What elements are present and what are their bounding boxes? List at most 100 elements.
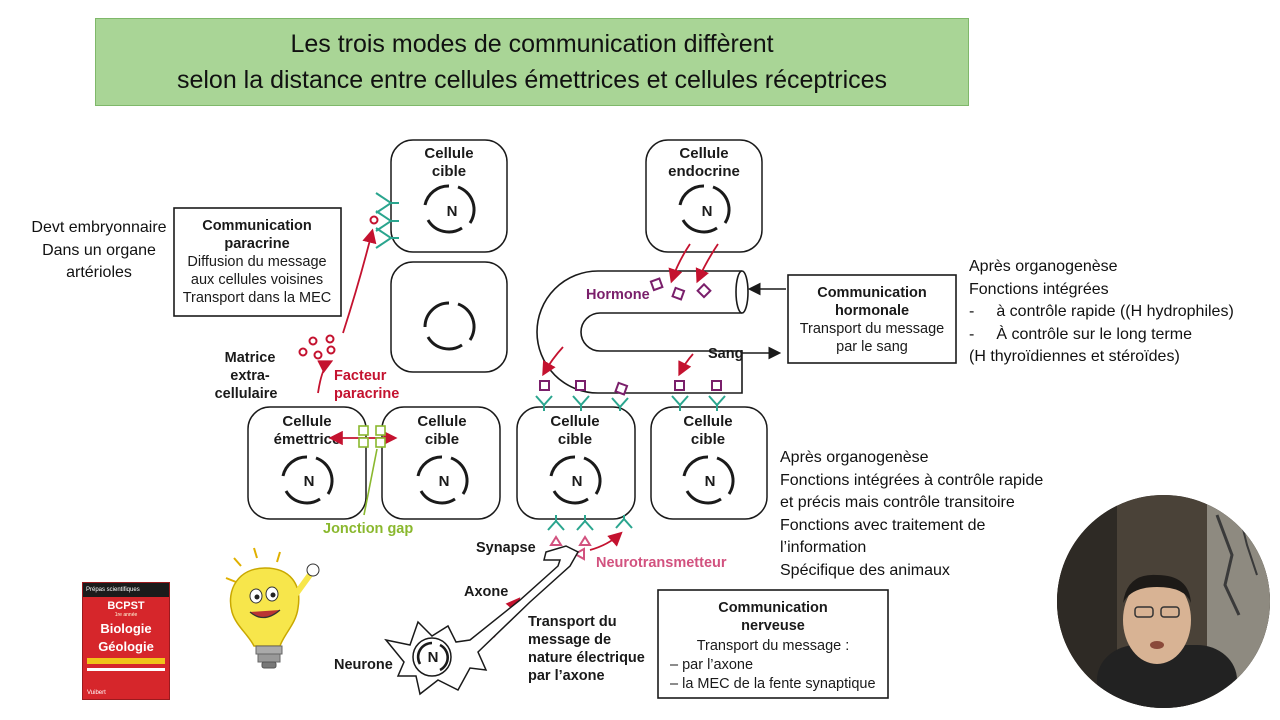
label-matrice: Matrice: [225, 350, 276, 366]
left-note: Dans un organe: [42, 241, 156, 259]
nucleus: N: [416, 455, 469, 505]
left-note: artérioles: [66, 264, 132, 281]
label-neurotransmetteur: Neurotransmetteur: [596, 555, 727, 571]
book-sub: 1re année: [114, 612, 138, 618]
svg-text:hormonale: hormonale: [835, 303, 909, 319]
label-sang: Sang: [708, 346, 743, 362]
box-nerveuse: Communication nerveuse Transport du mess…: [657, 589, 889, 699]
cell-label: cible: [425, 431, 459, 448]
book-band: [87, 658, 165, 664]
label-transport: nature électrique: [528, 650, 645, 666]
label-synapse: Synapse: [476, 540, 536, 556]
cell-label: Cellule: [282, 413, 331, 430]
title-line-1: Les trois modes de communication diffère…: [290, 30, 774, 58]
book-title-2: Géologie: [98, 639, 154, 654]
cell-cible-paracrine: Cellule cible N: [381, 406, 501, 520]
book-series: BCPST: [107, 600, 145, 612]
book-top-strip: Prépas scientifiques: [83, 583, 169, 597]
hormone-molecules: [539, 277, 722, 396]
svg-text:paracrine: paracrine: [224, 236, 289, 252]
neurotransmitter-molecules: [549, 535, 592, 561]
svg-text:Transport du message: Transport du message: [800, 321, 945, 337]
book-title-1: Biologie: [100, 621, 152, 636]
cell-label: endocrine: [668, 163, 740, 180]
label-facteur: Facteur: [334, 368, 387, 384]
cell-cible-hormone: Cellule cible N: [650, 406, 768, 520]
nucleus: N: [678, 184, 731, 234]
label-transport: par l’axone: [528, 668, 605, 684]
left-note: Devt embryonnaire: [31, 219, 167, 236]
label-axone: Axone: [464, 584, 508, 600]
title-line-2: selon la distance entre cellules émettri…: [176, 66, 888, 94]
black-arrows: [742, 282, 786, 360]
svg-text:N: N: [439, 473, 450, 490]
svg-text:Communication: Communication: [718, 600, 828, 616]
svg-text:aux cellules voisines: aux cellules voisines: [191, 272, 323, 288]
svg-text:N: N: [705, 473, 716, 490]
webcam-overlay: [1057, 495, 1270, 708]
right-mid-notes: Après organogenèse Fonctions intégrées à…: [780, 447, 1043, 582]
label-jonction-gap: Jonction gap: [323, 521, 413, 537]
cell-cible-synapse: Cellule cible N: [516, 406, 636, 520]
cell-label: cible: [558, 431, 592, 448]
svg-text:– la MEC de la fente synaptiqu: – la MEC de la fente synaptique: [670, 676, 876, 692]
cell-label: Cellule: [683, 413, 732, 430]
book-cover: Prépas scientifiques BCPST 1re année Bio…: [82, 582, 170, 700]
book-band: [87, 668, 165, 671]
nucleus: N: [549, 455, 602, 505]
svg-text:par le sang: par le sang: [836, 339, 908, 355]
cell-emettrice: Cellule émettrice N: [247, 406, 367, 520]
svg-text:N: N: [447, 203, 458, 220]
vessel-opening: [735, 270, 749, 314]
svg-text:Diffusion du message: Diffusion du message: [187, 254, 326, 270]
right-top-bullet: -À contrôle sur le long terme: [969, 325, 1192, 343]
right-top-note: Après organogenèse: [969, 258, 1118, 275]
cell-empty: [390, 261, 508, 373]
box-hormonale: Communication hormonale Transport du mes…: [787, 274, 957, 364]
book-publisher: Vuibert: [87, 690, 106, 696]
svg-text:– par l’axone: – par l’axone: [670, 657, 753, 673]
svg-text:N: N: [428, 649, 439, 666]
cell-label: cible: [432, 163, 466, 180]
cell-label: émettrice: [274, 431, 341, 448]
paracrine-factors: [298, 215, 379, 360]
nucleus: N: [423, 184, 476, 234]
svg-text:Transport du message :: Transport du message :: [697, 638, 850, 654]
cell-endocrine: Cellule endocrine N: [645, 139, 763, 253]
label-neurone: Neurone: [334, 657, 393, 673]
label-transport: message de: [528, 632, 611, 648]
right-mid-note: Spécifique des animaux: [780, 561, 950, 579]
right-top-bullet: -à contrôle rapide ((H hydrophiles): [969, 303, 1234, 320]
right-top-notes: Après organogenèse Fonctions intégrées -…: [969, 256, 1234, 369]
cell-label: Cellule: [550, 413, 599, 430]
svg-text:N: N: [572, 473, 583, 490]
cell-label: Cellule: [417, 413, 466, 430]
svg-text:Communication: Communication: [202, 218, 312, 234]
box-paracrine: Communication paracrine Diffusion du mes…: [173, 207, 342, 317]
neuron: N: [384, 545, 580, 696]
cell-label: cible: [691, 431, 725, 448]
right-mid-note: Après organogenèse: [780, 449, 929, 466]
nucleus: N: [682, 455, 735, 505]
svg-text:N: N: [304, 473, 315, 490]
label-matrice: extra-: [230, 368, 270, 384]
svg-text:Communication: Communication: [817, 285, 927, 301]
right-top-note: Fonctions intégrées: [969, 280, 1109, 298]
cell-cible-top: Cellule cible N: [390, 139, 508, 253]
svg-text:Transport dans la MEC: Transport dans la MEC: [183, 290, 332, 306]
cell-label: Cellule: [424, 145, 473, 162]
left-notes: Devt embryonnaire Dans un organe artério…: [20, 217, 178, 285]
label-transport: Transport du: [528, 614, 617, 630]
presenter-video: [1057, 495, 1270, 708]
receptors-hormone-targets: [535, 395, 726, 411]
right-mid-note: et précis mais contrôle transitoire: [780, 494, 1015, 511]
receptors-paracrine: [375, 192, 399, 249]
right-mid-note: Fonctions intégrées à contrôle rapide: [780, 471, 1044, 489]
lightbulb-icon: [225, 547, 320, 669]
svg-text:N: N: [702, 203, 713, 220]
right-mid-note: Fonctions avec traitement de: [780, 516, 986, 534]
svg-text:nerveuse: nerveuse: [741, 618, 805, 634]
receptors-synapse: [547, 515, 633, 531]
nucleus: N: [281, 455, 334, 505]
